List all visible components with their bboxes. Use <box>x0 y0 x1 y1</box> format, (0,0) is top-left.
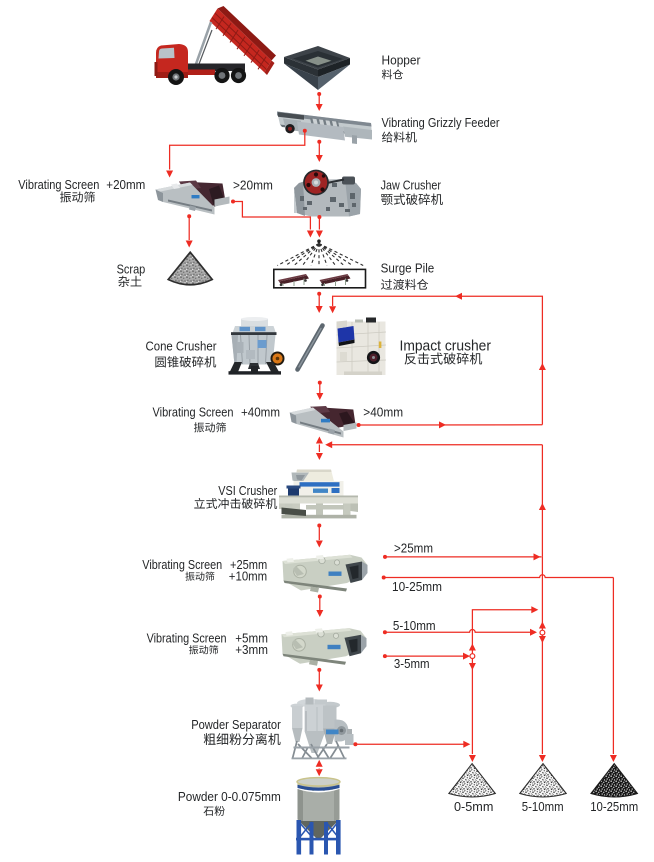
svg-text:+10mm: +10mm <box>229 570 267 584</box>
svg-text:Impact crusher: Impact crusher <box>400 338 492 354</box>
svg-text:Hopper: Hopper <box>382 54 421 68</box>
svg-text:Jaw Crusher: Jaw Crusher <box>381 179 441 193</box>
svg-text:10-25mm: 10-25mm <box>590 800 638 814</box>
svg-text:+3mm: +3mm <box>235 643 268 657</box>
svg-text:Surge Pile: Surge Pile <box>381 262 435 276</box>
svg-text:5-10mm: 5-10mm <box>393 619 436 633</box>
svg-text:+5mm: +5mm <box>235 632 268 646</box>
svg-text:Vibrating Screen: Vibrating Screen <box>153 406 234 420</box>
svg-text:+20mm: +20mm <box>106 178 145 192</box>
svg-text:>25mm: >25mm <box>394 542 433 556</box>
svg-text:Cone Crusher: Cone Crusher <box>146 340 217 354</box>
svg-text:Powder Separator: Powder Separator <box>191 718 281 732</box>
svg-text:>40mm: >40mm <box>363 406 403 420</box>
svg-text:5-10mm: 5-10mm <box>522 800 564 814</box>
svg-text:Vibrating Grizzly Feeder: Vibrating Grizzly Feeder <box>382 116 500 130</box>
svg-text:+40mm: +40mm <box>241 406 280 420</box>
svg-text:+25mm: +25mm <box>230 558 267 572</box>
svg-text:Powder 0-0.075mm: Powder 0-0.075mm <box>178 790 281 804</box>
svg-text:>20mm: >20mm <box>233 179 273 193</box>
svg-text:10-25mm: 10-25mm <box>392 580 442 594</box>
svg-text:VSI Crusher: VSI Crusher <box>218 484 277 498</box>
svg-text:Scrap: Scrap <box>117 263 146 277</box>
svg-text:Vibrating Screen: Vibrating Screen <box>18 178 99 192</box>
svg-text:Vibrating Screen: Vibrating Screen <box>147 632 227 646</box>
svg-text:3-5mm: 3-5mm <box>394 657 430 671</box>
svg-text:0-5mm: 0-5mm <box>454 800 493 814</box>
svg-text:Vibrating Screen: Vibrating Screen <box>142 558 222 572</box>
